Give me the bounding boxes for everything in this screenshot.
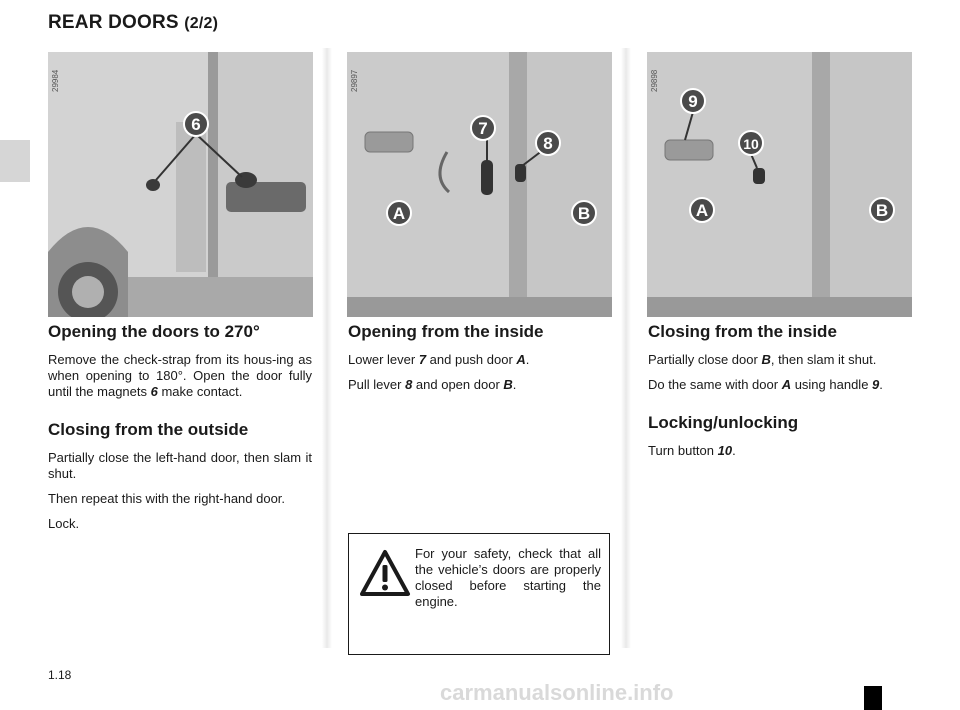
photo-ref: 29897: [350, 69, 359, 92]
paragraph: Then repeat this with the right-hand doo…: [48, 491, 286, 506]
warning-text: For your safety, check that all the vehi…: [415, 546, 601, 609]
callout-8: 8: [535, 130, 561, 156]
svg-text:10: 10: [743, 136, 759, 152]
column-inside-closing: Closing from the inside Partially close …: [648, 322, 912, 468]
heading-closing-inside: Closing from the inside: [648, 322, 837, 341]
column-divider: [322, 48, 332, 648]
svg-text:7: 7: [478, 119, 487, 138]
svg-text:A: A: [696, 201, 708, 220]
column-divider: [621, 48, 631, 648]
callout-6: 6: [183, 111, 209, 137]
photo-ref: 29898: [650, 69, 659, 92]
svg-text:B: B: [578, 204, 590, 223]
photo-inside-opening: 7 8 A B: [347, 52, 612, 317]
photo-van-rear-exterior: 6: [48, 52, 313, 317]
heading-locking: Locking/unlocking: [648, 413, 799, 432]
heading-closing-outside: Closing from the outside: [48, 420, 249, 439]
svg-text:6: 6: [191, 115, 200, 134]
paragraph: Do the same with door A using handle 9.: [648, 377, 883, 392]
callout-A: A: [386, 200, 412, 226]
corner-marker: [864, 686, 882, 710]
svg-text:9: 9: [688, 92, 697, 111]
callout-9: 9: [680, 88, 706, 114]
paragraph: Partially close door B, then slam it shu…: [648, 352, 877, 367]
paragraph: Lower lever 7 and push door A.: [348, 352, 530, 367]
paragraph: Turn button 10.: [648, 443, 736, 458]
warning-triangle-icon: [360, 550, 410, 596]
watermark: carmanualsonline.info: [440, 680, 674, 705]
paragraph: Partially close the left-hand door, then…: [48, 450, 312, 481]
svg-text:B: B: [876, 201, 888, 220]
column-exterior: Opening the doors to 270° Remove the che…: [48, 322, 312, 541]
safety-warning-box: For your safety, check that all the vehi…: [348, 533, 610, 655]
page-number: 1.18: [48, 668, 72, 682]
heading-opening-inside: Opening from the inside: [348, 322, 544, 341]
paragraph: Remove the check-strap from its hous-ing…: [48, 352, 312, 399]
photo-inside-closing: 9 10 A B: [647, 52, 912, 317]
callout-B: B: [571, 200, 597, 226]
callout-A: A: [689, 197, 715, 223]
page-title: REAR DOORS (2/2): [48, 12, 219, 33]
callout-B: B: [869, 197, 895, 223]
svg-text:8: 8: [543, 134, 552, 153]
paragraph: Pull lever 8 and open door B.: [348, 377, 517, 392]
svg-text:A: A: [393, 204, 405, 223]
heading-opening-270: Opening the doors to 270°: [48, 322, 260, 341]
callout-7: 7: [470, 115, 496, 141]
paragraph: Lock.: [48, 516, 80, 531]
section-tab: [0, 140, 30, 182]
column-inside-opening: Opening from the inside Lower lever 7 an…: [348, 322, 612, 402]
photo-ref: 29984: [51, 69, 60, 92]
callout-10: 10: [738, 130, 764, 156]
